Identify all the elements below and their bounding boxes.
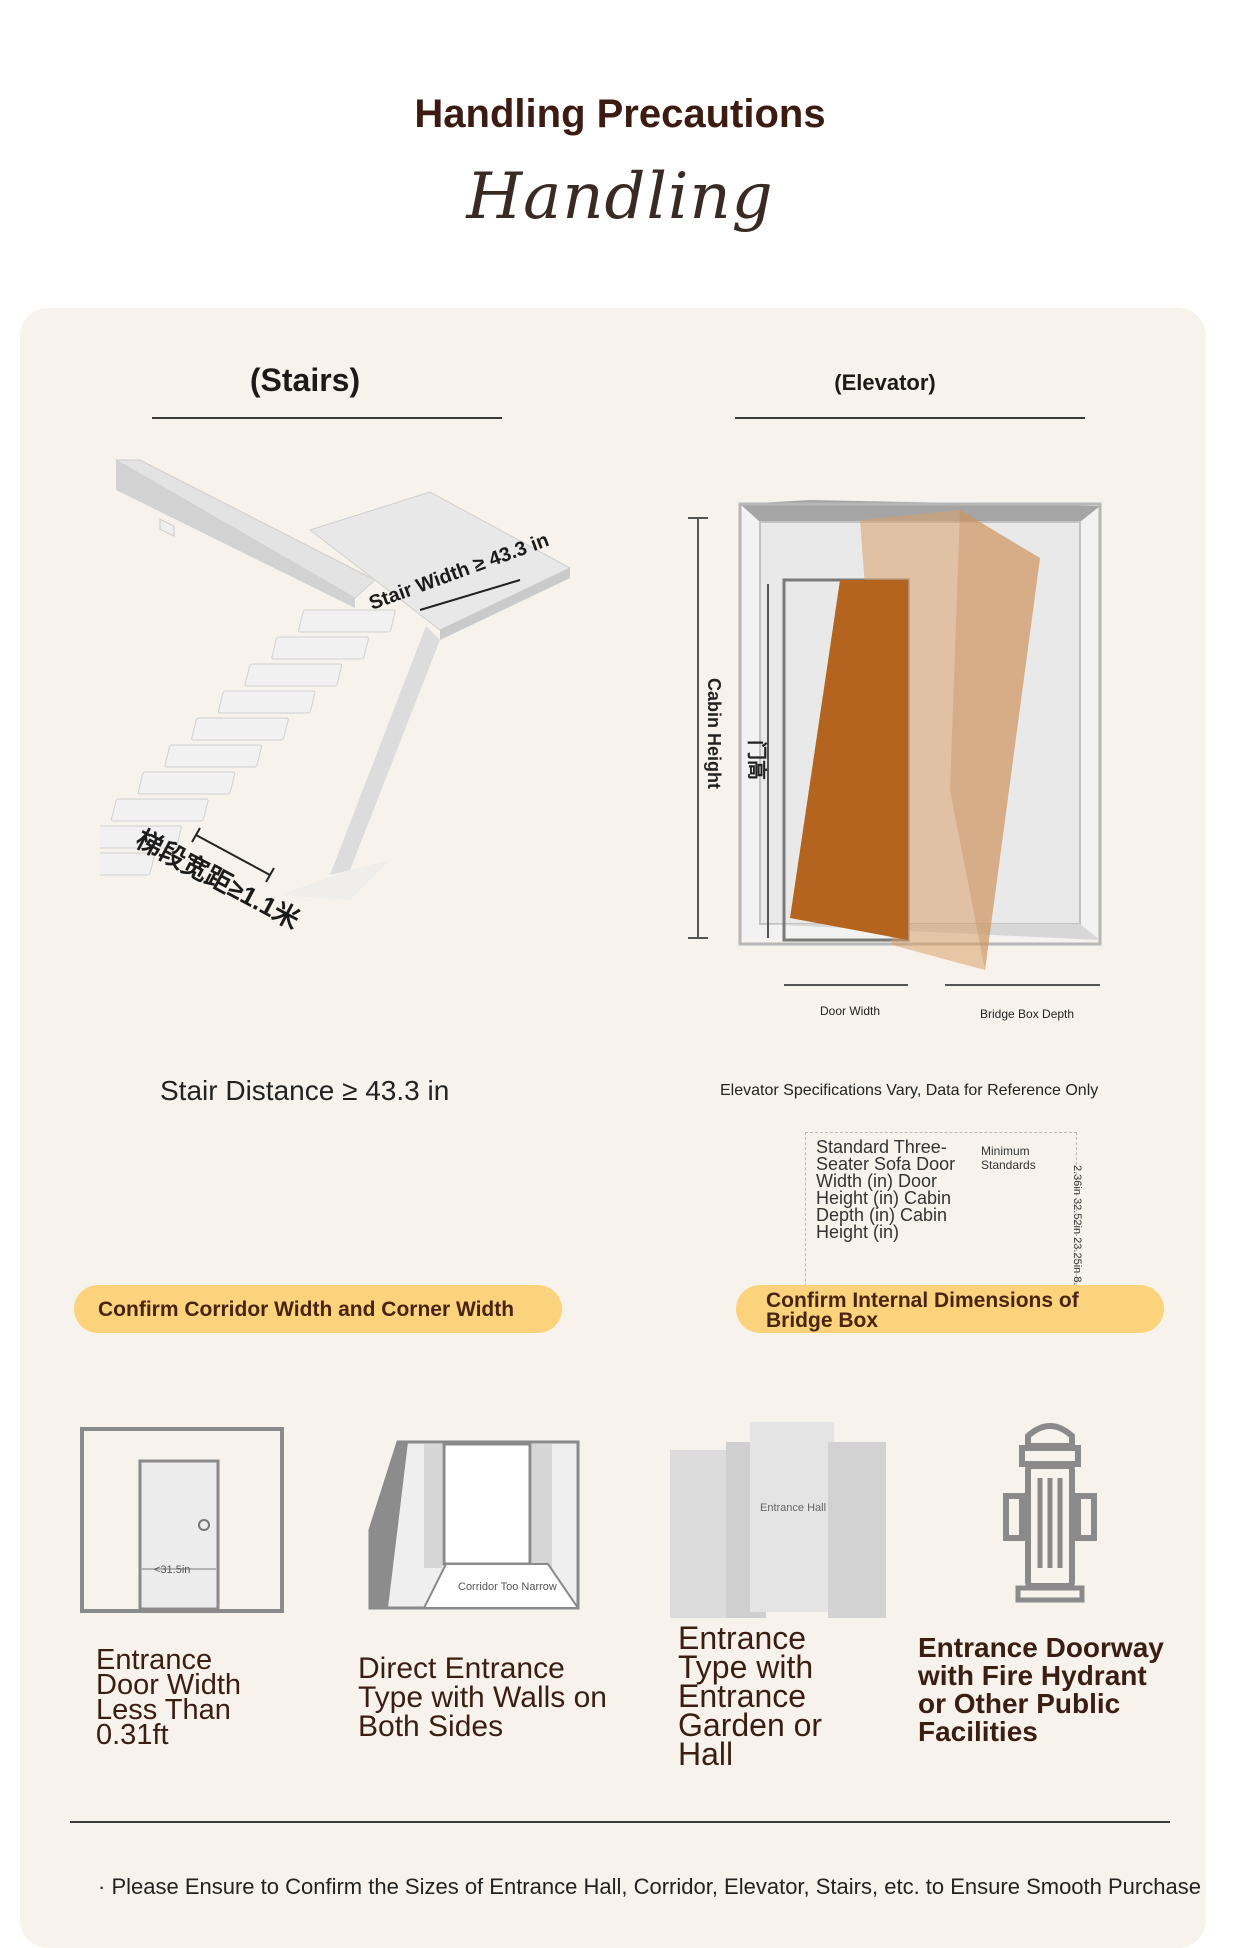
elevator-pill: Confirm Internal Dimensions of Bridge Bo… xyxy=(736,1285,1164,1333)
case-caption-hydrant: Entrance Doorway with Fire Hydrant or Ot… xyxy=(918,1632,1164,1747)
door-width-dim: <31.5in xyxy=(154,1564,190,1576)
bridge-depth-label: Bridge Box Depth xyxy=(980,1007,1074,1021)
stair-width-cn-label: 梯段宽距≥1.1米 xyxy=(131,824,304,935)
stairs-heading: (Stairs) xyxy=(249,362,361,398)
cabin-height-label: Cabin Height xyxy=(704,678,724,789)
door-width-icon: <31.5in xyxy=(80,1427,284,1613)
elevator-pill-label: Confirm Internal Dimensions of Bridge Bo… xyxy=(766,1289,1079,1332)
spec-table-rows: Standard Three-Seater Sofa Door Width (i… xyxy=(816,1137,956,1242)
stairs-illustration: Stair Width ≥ 43.3 in 梯段宽距≥1.1米 xyxy=(100,459,572,935)
spec-table-min: Minimum Standards xyxy=(981,1144,1036,1172)
narrow-corridor-icon: Corridor Too Narrow xyxy=(368,1440,580,1610)
door-width-label: Door Width xyxy=(820,1004,880,1018)
entrance-hall-icon: Entrance Hall xyxy=(670,1422,886,1618)
elevator-illustration: Cabin Height 门高 Door Width Bridge Box De… xyxy=(688,500,1102,1021)
spec-table: Standard Three-Seater Sofa Door Width (i… xyxy=(805,1132,1083,1332)
stair-distance: Stair Distance ≥ 43.3 in xyxy=(160,1075,450,1106)
case-caption-hall: Entrance Type with Entrance Garden or Ha… xyxy=(678,1620,823,1772)
corridor-dim: Corridor Too Narrow xyxy=(458,1581,557,1593)
elevator-note: Elevator Specifications Vary, Data for R… xyxy=(720,1082,1099,1099)
stairs-pill-label: Confirm Corridor Width and Corner Width xyxy=(98,1298,515,1321)
door-height-label: 门高 xyxy=(745,740,769,780)
entrance-hall-label: Entrance Hall xyxy=(760,1502,826,1514)
elevator-rule xyxy=(735,417,1085,419)
footer-rule xyxy=(70,1821,1170,1823)
footer-note: · Please Ensure to Confirm the Sizes of … xyxy=(98,1874,1201,1899)
elevator-heading: (Elevator) xyxy=(834,370,936,395)
fire-hydrant-icon xyxy=(1003,1423,1097,1603)
stairs-pill: Confirm Corridor Width and Corner Width xyxy=(74,1285,562,1333)
page-title: Handling Precautions xyxy=(414,92,826,136)
stairs-rule xyxy=(152,417,502,419)
case-caption-corridor: Direct Entrance Type with Walls on Both … xyxy=(358,1652,607,1743)
case-caption-door: Entrance Door Width Less Than 0.31ft xyxy=(96,1644,242,1751)
script-heading: Handling xyxy=(466,160,774,234)
